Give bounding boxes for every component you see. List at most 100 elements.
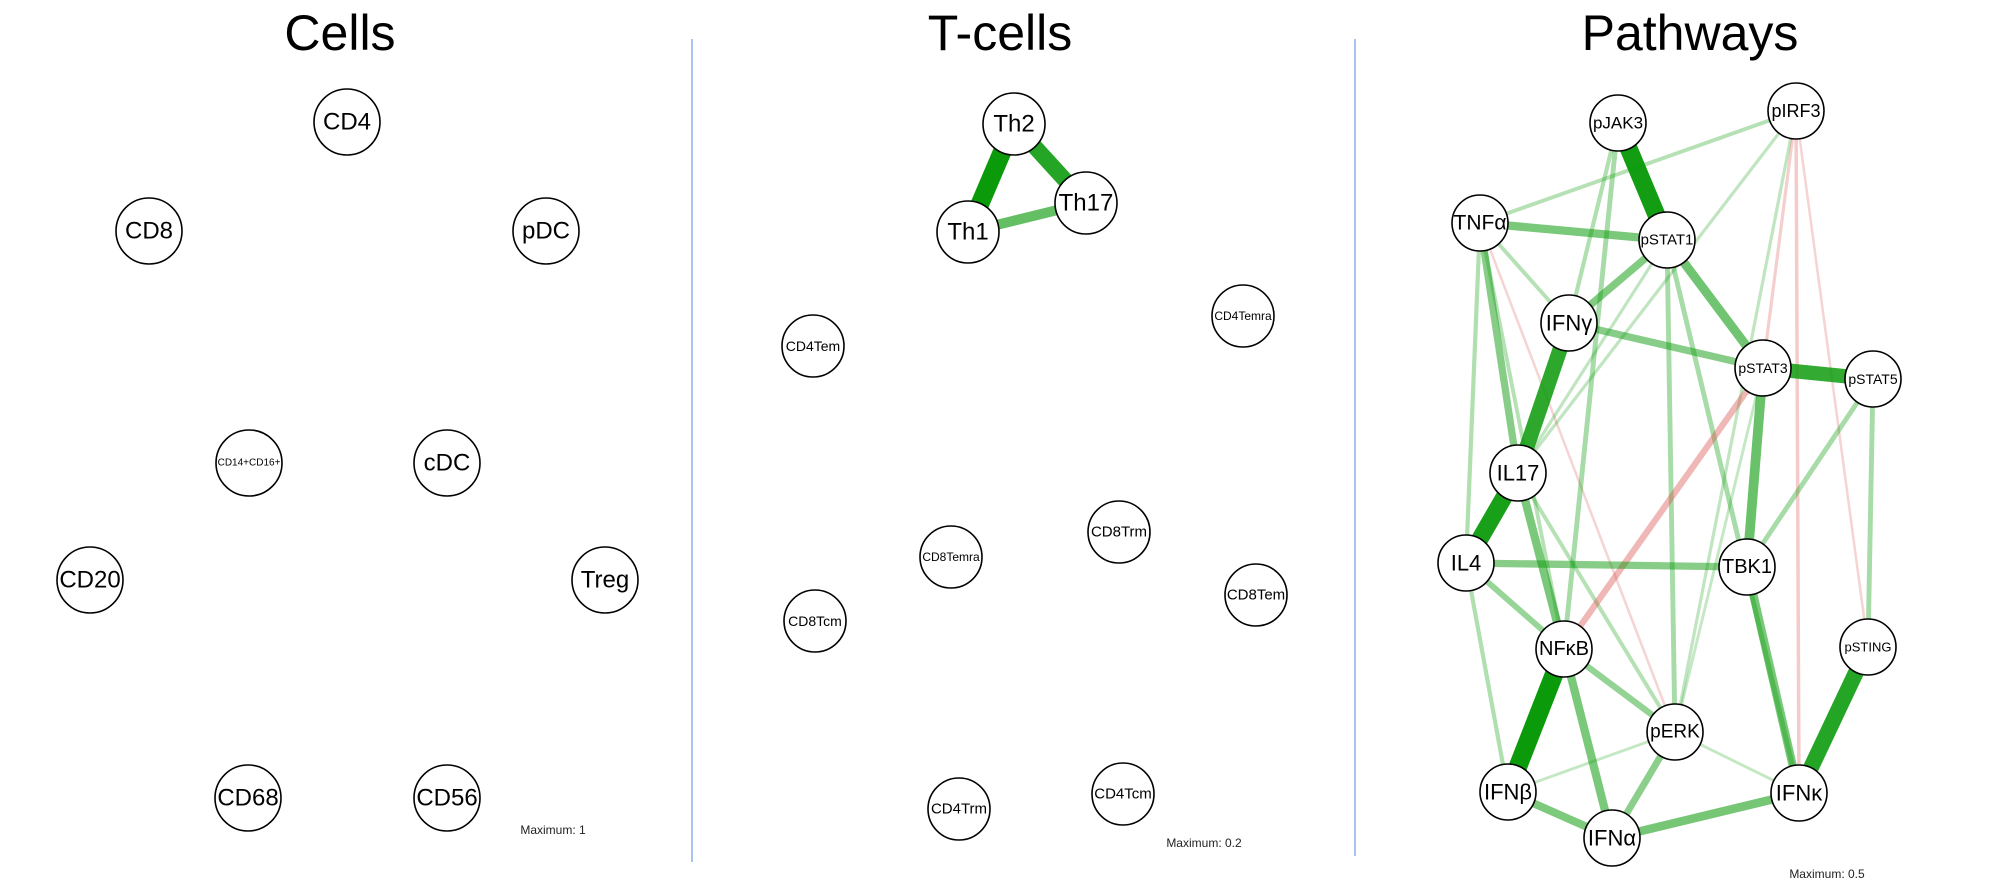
node-cd4: CD4 (313, 88, 381, 156)
node-label: IFNβ (1484, 780, 1532, 805)
node-cd68: CD68 (214, 764, 282, 832)
node-circle (512, 197, 580, 265)
edge-ifna-ifnk (1610, 788, 1801, 843)
edge-tbk1-ifnk (1742, 566, 1804, 794)
node-label: Treg (581, 567, 629, 594)
node-circle (313, 88, 381, 156)
node-circle (1437, 534, 1495, 592)
node-circle (215, 429, 283, 497)
node-label: pJAK3 (1593, 114, 1643, 133)
edge-tnfa-il4 (1463, 222, 1483, 564)
edge-pstat3-nfkb (1561, 366, 1766, 651)
node-label: TNFα (1454, 212, 1507, 235)
node-label: IFNα (1588, 826, 1636, 851)
node-cd8trm: CD8Trm (1087, 500, 1151, 564)
node-label: pSTING (1845, 640, 1892, 655)
node-label: NFκB (1539, 638, 1589, 660)
node-label: pSTAT3 (1738, 360, 1787, 376)
node-cd8tem: CD8Tem (1224, 563, 1288, 627)
edge-pirf3-ifnk (1794, 110, 1801, 794)
node-treg: Treg (571, 546, 639, 614)
node-circle (1489, 444, 1547, 502)
maximum-label: Maximum: 0.2 (1166, 836, 1242, 850)
node-circle (214, 764, 282, 832)
node-cd4temra: CD4Temra (1211, 284, 1275, 348)
node-label: CD4 (323, 109, 371, 136)
node-pdc: pDC (512, 197, 580, 265)
node-label: CD14+CD16+ (218, 458, 281, 469)
node-circle (919, 525, 983, 589)
node-label: IL17 (1497, 461, 1540, 486)
edge-tnfa-pstat1 (1479, 218, 1668, 245)
node-label: pDC (522, 218, 570, 245)
node-cd14cd16: CD14+CD16+ (215, 429, 283, 497)
edge-il4-tbk1 (1465, 559, 1748, 571)
node-circle (1638, 211, 1696, 269)
node-label: cDC (424, 450, 471, 477)
edge-tnfa-il17 (1476, 222, 1522, 474)
node-circle (1718, 538, 1776, 596)
node-cd8tcm: CD8Tcm (783, 589, 847, 653)
node-circle (783, 589, 847, 653)
node-label: pSTAT1 (1641, 232, 1694, 249)
node-cd20: CD20 (56, 546, 124, 614)
node-label: CD56 (416, 785, 477, 812)
node-nfkb: NFκB (1535, 620, 1593, 678)
node-tbk1: TBK1 (1718, 538, 1776, 596)
edge-pirf3-il17 (1516, 110, 1798, 474)
edge-tnfa-perk (1478, 222, 1677, 733)
node-label: CD8Temra (922, 550, 980, 564)
node-circle (1583, 809, 1641, 867)
node-circle (1479, 763, 1537, 821)
node-circle (982, 92, 1046, 156)
node-label: Th1 (947, 219, 988, 246)
node-circle (1734, 339, 1792, 397)
node-pstat5: pSTAT5 (1844, 350, 1902, 408)
edge-pjak3-nfkb (1561, 122, 1621, 650)
node-circle (1211, 284, 1275, 348)
edge-il4-ifnb (1463, 562, 1511, 793)
node-cd4trm: CD4Trm (927, 777, 991, 841)
node-circle (115, 197, 183, 265)
node-label: CD8Trm (1091, 524, 1147, 541)
node-label: CD20 (59, 567, 120, 594)
maximum-label: Maximum: 1 (520, 823, 586, 837)
edge-pstat1-il17 (1516, 239, 1669, 474)
node-circle (1844, 350, 1902, 408)
node-label: CD4Trm (931, 801, 987, 818)
node-circle (571, 546, 639, 614)
node-circle (1767, 82, 1825, 140)
edge-pstat3-perk (1673, 367, 1765, 733)
node-circle (1087, 500, 1151, 564)
node-perk: pERK (1646, 703, 1704, 761)
edge-ifng-pstat3 (1568, 319, 1764, 372)
node-label: Th2 (993, 111, 1034, 138)
node-circle (781, 314, 845, 378)
node-layer: Th2Th17Th1CD4TemCD4TemraCD8TrmCD8TemraCD… (781, 92, 1288, 841)
edge-pjak3-ifng (1566, 122, 1621, 324)
node-circle (936, 200, 1000, 264)
edge-il17-nfkb (1513, 471, 1569, 651)
node-circle (927, 777, 991, 841)
node-tnfa: TNFα (1451, 194, 1509, 252)
node-circle (1540, 294, 1598, 352)
node-label: pSTAT5 (1848, 371, 1897, 387)
node-circle (413, 429, 481, 497)
node-cd4tem: CD4Tem (781, 314, 845, 378)
edge-nfkb-ifna (1559, 647, 1617, 840)
node-label: CD8Tcm (788, 613, 842, 629)
edge-pirf3-pstat3 (1761, 110, 1798, 369)
node-circle (56, 546, 124, 614)
node-th2: Th2 (982, 92, 1046, 156)
node-circle (1451, 194, 1509, 252)
node-pirf3: pIRF3 (1767, 82, 1825, 140)
node-circle (1535, 620, 1593, 678)
node-ifng: IFNγ (1540, 294, 1598, 352)
node-ifna: IFNα (1583, 809, 1641, 867)
node-label: CD8 (125, 218, 173, 245)
node-circle (1091, 762, 1155, 826)
